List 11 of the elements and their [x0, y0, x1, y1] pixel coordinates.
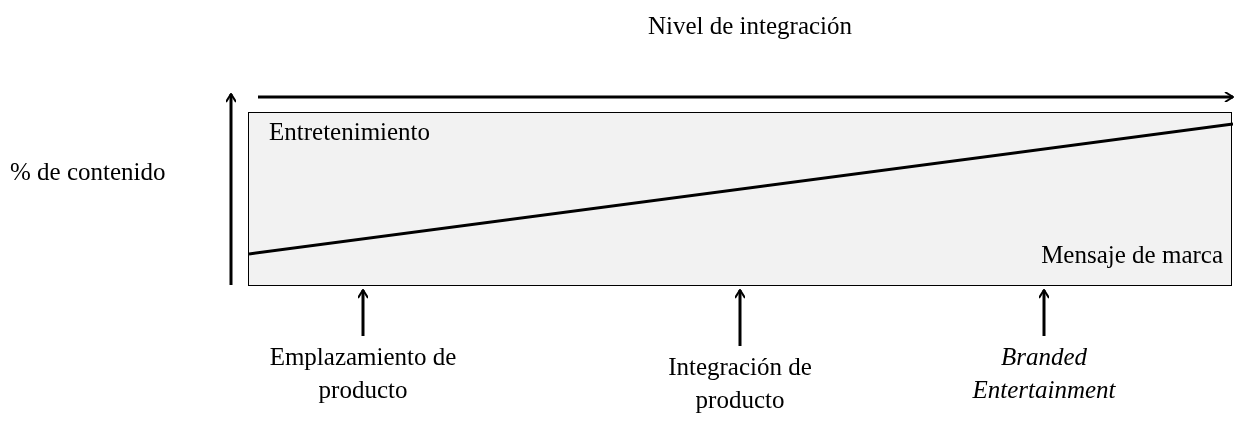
- region-label: Mensaje de marca: [1041, 240, 1223, 270]
- axis-label: % de contenido: [10, 158, 166, 186]
- region-label: Entretenimiento: [269, 117, 431, 147]
- arrow: [734, 289, 746, 346]
- chart-panel: [248, 112, 1232, 286]
- category-label: Integración de producto: [667, 352, 813, 415]
- category-label: Emplazamiento de producto: [268, 342, 458, 405]
- category-label: Branded Entertainment: [971, 342, 1117, 405]
- arrow: [1038, 289, 1050, 336]
- arrow: [357, 289, 369, 336]
- axis-title: Nivel de integración: [646, 12, 854, 40]
